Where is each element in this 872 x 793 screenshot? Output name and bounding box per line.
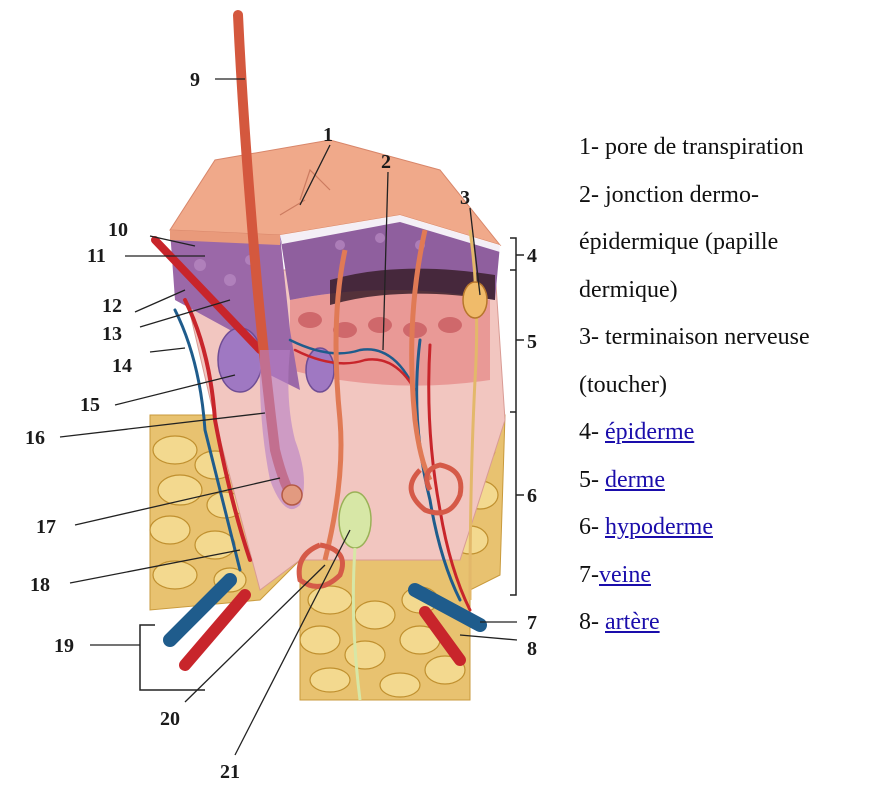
label-13: 13 [102, 323, 122, 345]
legend-prefix: 8- [579, 609, 605, 635]
legend-row-10: 7-veine [579, 552, 869, 600]
legend-text: (toucher) [579, 372, 667, 398]
legend-row-1: 1- pore de transpiration [579, 124, 869, 172]
legend-text: pore de transpiration [605, 134, 804, 160]
legend: 1- pore de transpiration 2- jonction der… [579, 124, 869, 647]
legend-row-9: 6- hypoderme [579, 504, 869, 552]
link-artere[interactable]: artère [605, 609, 660, 635]
label-3: 3 [460, 187, 470, 209]
legend-prefix: 3- [579, 324, 605, 350]
legend-row-8: 5- derme [579, 457, 869, 505]
legend-text: terminaison nerveuse [605, 324, 810, 350]
label-17: 17 [36, 516, 56, 538]
legend-prefix: 1- [579, 134, 605, 160]
layer-bracket [510, 238, 524, 595]
label-10: 10 [108, 219, 128, 241]
legend-prefix: 5- [579, 467, 605, 493]
label-4: 4 [527, 245, 537, 267]
label-6: 6 [527, 485, 537, 507]
legend-row-6: (toucher) [579, 362, 869, 410]
legend-row-7: 4- épiderme [579, 409, 869, 457]
legend-prefix: 7- [579, 562, 599, 588]
legend-prefix: 6- [579, 514, 605, 540]
legend-text: épidermique (papille [579, 229, 778, 255]
link-hypoderme[interactable]: hypoderme [605, 514, 713, 540]
label-15: 15 [80, 394, 100, 416]
legend-row-4: dermique) [579, 267, 869, 315]
label-20: 20 [160, 708, 180, 730]
link-epiderme[interactable]: épiderme [605, 419, 694, 445]
label-2: 2 [381, 151, 391, 173]
legend-row-11: 8- artère [579, 599, 869, 647]
legend-prefix: 4- [579, 419, 605, 445]
label-16: 16 [25, 427, 45, 449]
label-8: 8 [527, 638, 537, 660]
label-12: 12 [102, 295, 122, 317]
label-19: 19 [54, 635, 74, 657]
label-5: 5 [527, 331, 537, 353]
link-veine[interactable]: veine [599, 562, 651, 588]
legend-prefix: 2- [579, 182, 605, 208]
label-1: 1 [323, 124, 333, 146]
label-18: 18 [30, 574, 50, 596]
link-derme[interactable]: derme [605, 467, 665, 493]
legend-row-3: épidermique (papille [579, 219, 869, 267]
legend-text: jonction dermo- [605, 182, 759, 208]
label-14: 14 [112, 355, 132, 377]
legend-row-5: 3- terminaison nerveuse [579, 314, 869, 362]
legend-row-2: 2- jonction dermo- [579, 172, 869, 220]
label-21: 21 [220, 761, 240, 783]
label-7: 7 [527, 612, 537, 634]
label-11: 11 [87, 245, 106, 267]
label-9: 9 [190, 69, 200, 91]
legend-text: dermique) [579, 277, 678, 303]
sebaceous-gland [218, 328, 262, 392]
